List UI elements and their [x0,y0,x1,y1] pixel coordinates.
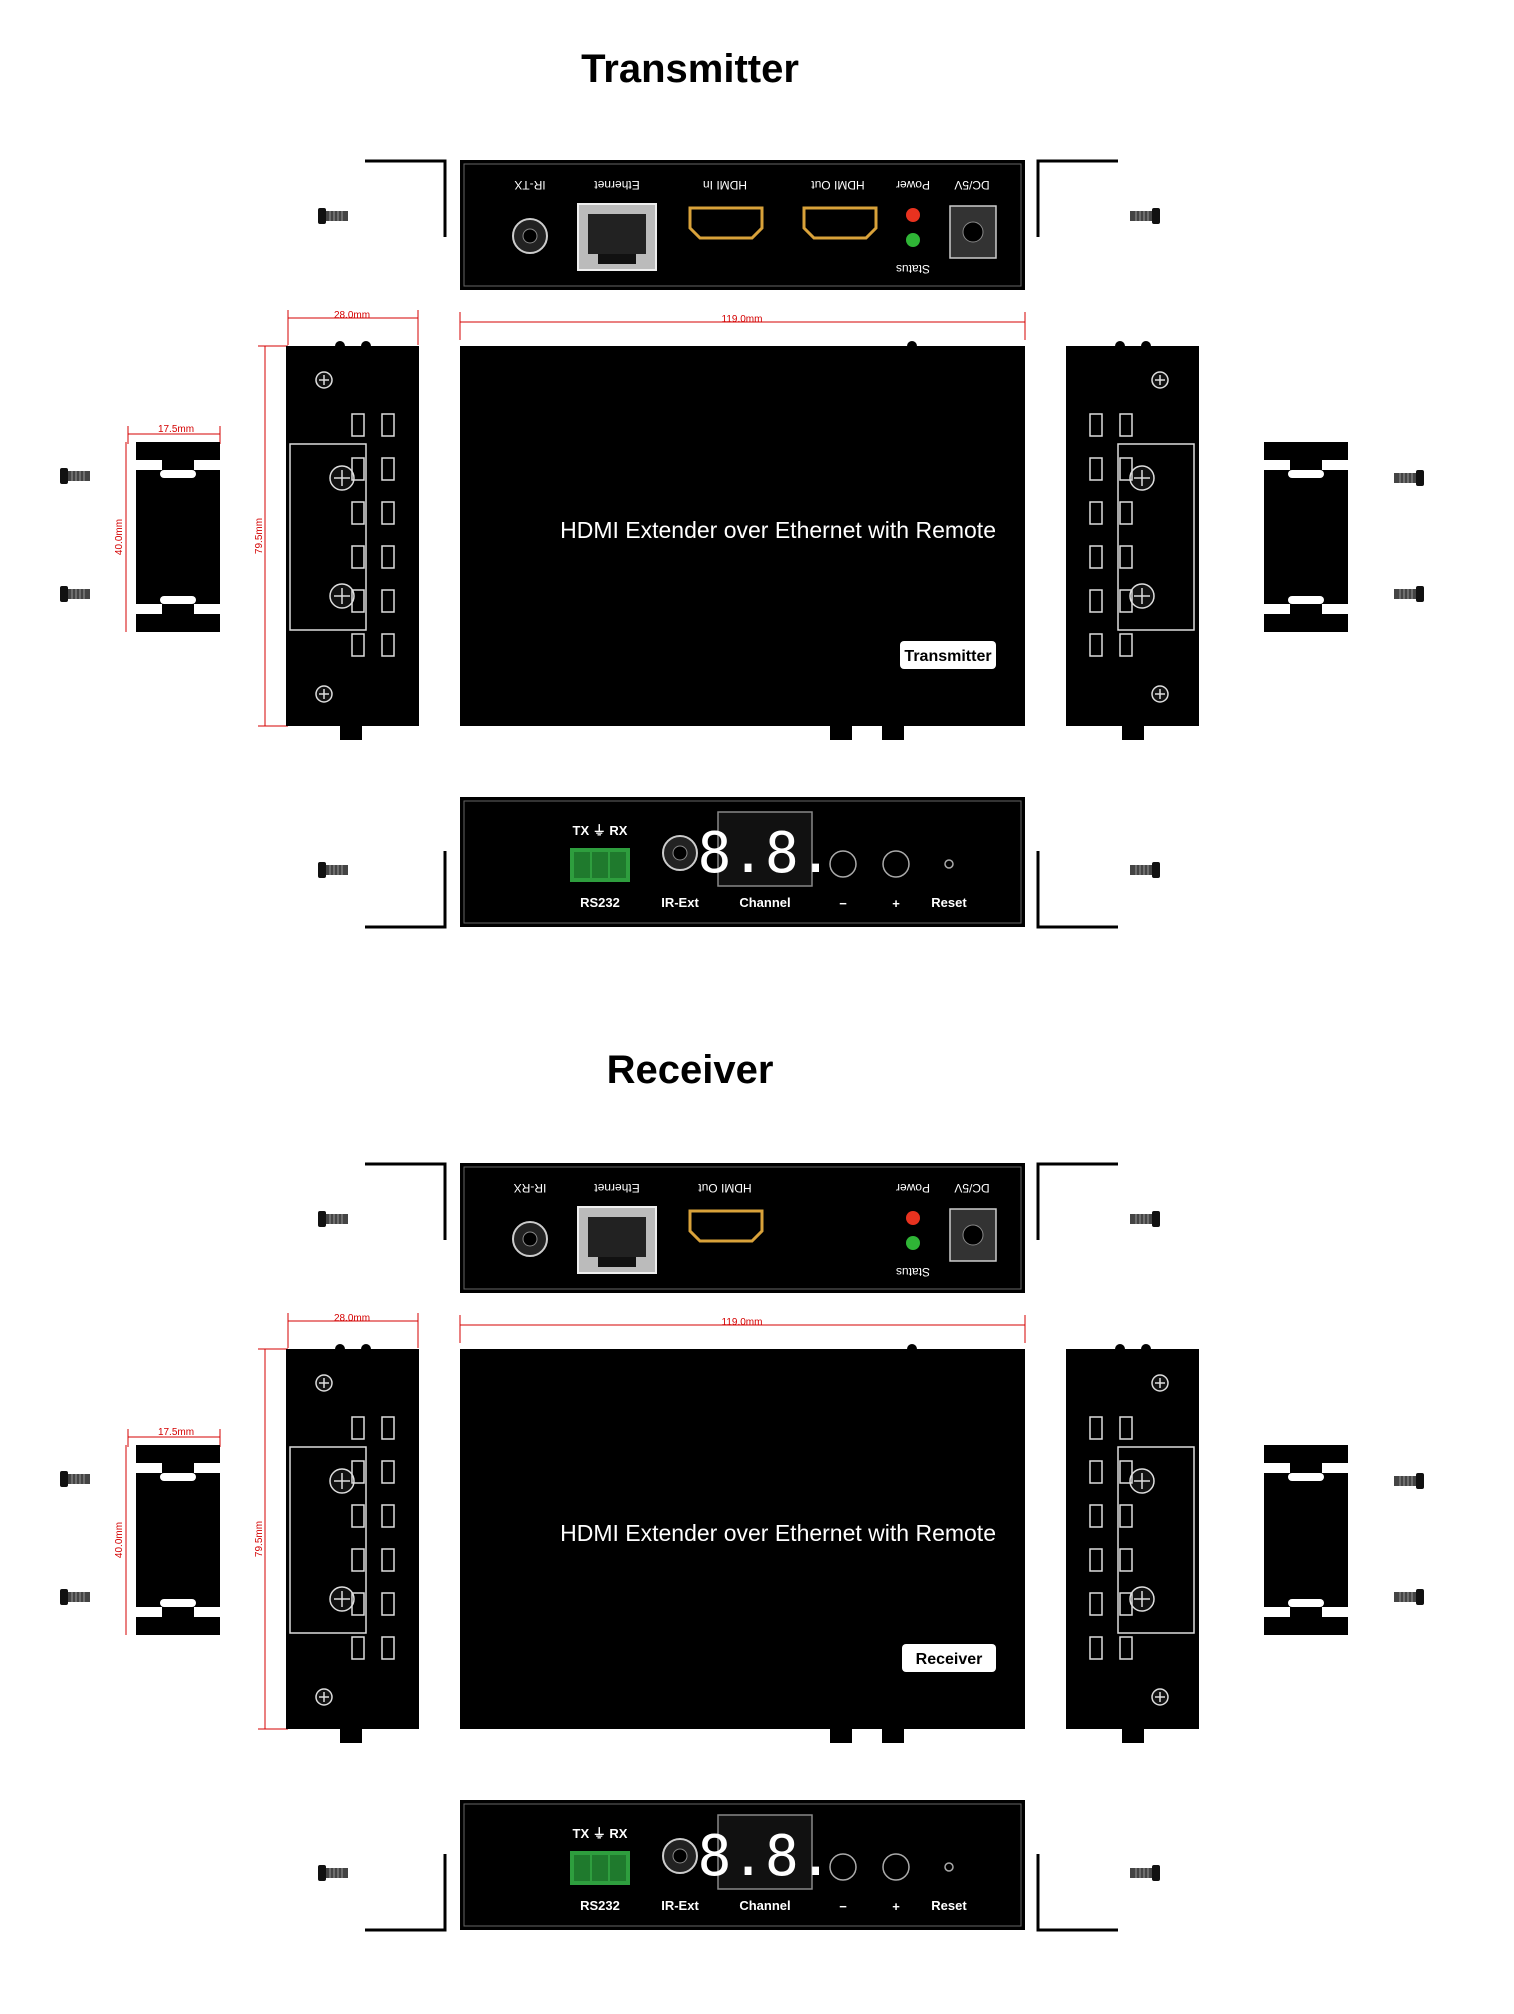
screw-icon [1393,1588,1425,1606]
hdmi-out-label: HDMI Out [698,1181,752,1195]
screw-icon [1393,585,1425,603]
dim-bracket-width-label: 17.5mm [158,424,194,435]
dim-bracket-height-label: 40.0mm [114,1522,125,1558]
ethernet-label: Ethernet [594,178,640,192]
power-label: Power [896,1181,930,1195]
bracket-right [1264,442,1348,632]
side-view-right [1066,346,1199,726]
ir-ext-label: IR-Ext [661,1898,699,1913]
screw-icon [1393,1472,1425,1490]
screw-icon [1393,469,1425,487]
dim-width-label: 119.0mm [722,1317,763,1328]
rs232-label: RS232 [580,895,620,910]
minus-label: − [839,896,847,911]
minus-button[interactable] [829,850,857,878]
plus-label: + [892,1899,900,1914]
section-title: Receiver [607,1048,774,1092]
section-title: Transmitter [581,47,799,91]
channel-display [717,1814,813,1890]
screw-icon [1129,861,1161,879]
dim-bracket-height-label: 40.0mm [114,519,125,555]
hdmi-out-label: HDMI Out [811,178,865,192]
tx-rx-label: TX ⏚ RX [573,823,628,838]
screw-icon [59,1588,91,1606]
device-main-label: HDMI Extender over Ethernet with Remote [560,517,996,543]
ethernet-label: Ethernet [594,1181,640,1195]
status-led-icon [906,233,920,247]
plus-button[interactable] [882,850,910,878]
status-label: Status [896,1265,930,1279]
badge-label: Transmitter [904,648,991,665]
plus-label: + [892,896,900,911]
dc-label: DC/5V [954,1181,989,1195]
ir-label: IR-RX [514,1181,547,1195]
front-panel: TX ⏚ RX RS232 IR-Ext 8.8. Channel − + Re… [317,797,1161,929]
badge [900,641,996,669]
reset-label: Reset [931,895,967,910]
rear-panel: IR-RX Ethernet HDMI Out Power DC/5V Stat… [317,1162,1161,1293]
hdmi-out-port-icon [688,1209,764,1243]
bracket-right [1264,1445,1348,1635]
dim-side-width-label: 28.0mm [334,1313,370,1324]
dim-width-label: 119.0mm [722,314,763,325]
hdmi-out-port-icon [802,206,878,240]
front-panel: TX ⏚ RX RS232 IR-Ext 8.8. Channel − + Re… [317,1800,1161,1932]
power-led-icon [906,208,920,222]
ir-label: IR-TX [514,178,545,192]
dim-depth-label: 79.5mm [254,1521,265,1557]
screw-icon [317,1210,349,1228]
reset-button[interactable] [944,859,954,869]
top-view: 119.0mm HDMI Extender over Ethernet with… [59,1313,1425,1743]
side-view-left [286,1349,419,1729]
status-label: Status [896,262,930,276]
screw-icon [59,1470,91,1488]
power-label: Power [896,178,930,192]
screw-icon [59,467,91,485]
screw-icon [1129,207,1161,225]
screw-icon [59,585,91,603]
hdmi-in-port-icon [688,206,764,240]
reset-button[interactable] [944,1862,954,1872]
screw-icon [317,861,349,879]
dim-bracket-width-label: 17.5mm [158,1427,194,1438]
screw-icon [1129,1210,1161,1228]
dim-side-width-label: 28.0mm [334,310,370,321]
device-main-label: HDMI Extender over Ethernet with Remote [560,1520,996,1546]
hdmi-in-label: HDMI In [703,178,747,192]
status-led-icon [906,1236,920,1250]
top-view: 119.0mm HDMI Extender over Ethernet with… [59,310,1425,740]
dim-depth-label: 79.5mm [254,518,265,554]
section-receiver: Receiver IR-RX Ethernet HDMI Out Power D… [59,1048,1425,1932]
channel-display-digits: 8.8. [698,1824,833,1889]
tx-rx-label: TX ⏚ RX [573,1826,628,1841]
screw-icon [317,207,349,225]
rs232-label: RS232 [580,1898,620,1913]
dc-label: DC/5V [954,178,989,192]
badge [902,1644,996,1672]
screw-icon [1129,1864,1161,1882]
bracket-left [136,1445,220,1635]
screw-icon [317,1864,349,1882]
badge-label: Receiver [916,1651,983,1668]
rear-panel: IR-TX Ethernet HDMI In HDMI Out Power DC… [317,159,1161,290]
minus-label: − [839,1899,847,1914]
side-view-right [1066,1349,1199,1729]
reset-label: Reset [931,1898,967,1913]
channel-label: Channel [739,1898,790,1913]
plus-button[interactable] [882,1853,910,1881]
ir-ext-label: IR-Ext [661,895,699,910]
channel-display [717,811,813,887]
power-led-icon [906,1211,920,1225]
minus-button[interactable] [829,1853,857,1881]
channel-display-digits: 8.8. [698,821,833,886]
bracket-left [136,442,220,632]
section-transmitter: Transmitter IR-TX Ethernet HDMI In HDMI … [59,47,1425,929]
side-view-left [286,346,419,726]
channel-label: Channel [739,895,790,910]
